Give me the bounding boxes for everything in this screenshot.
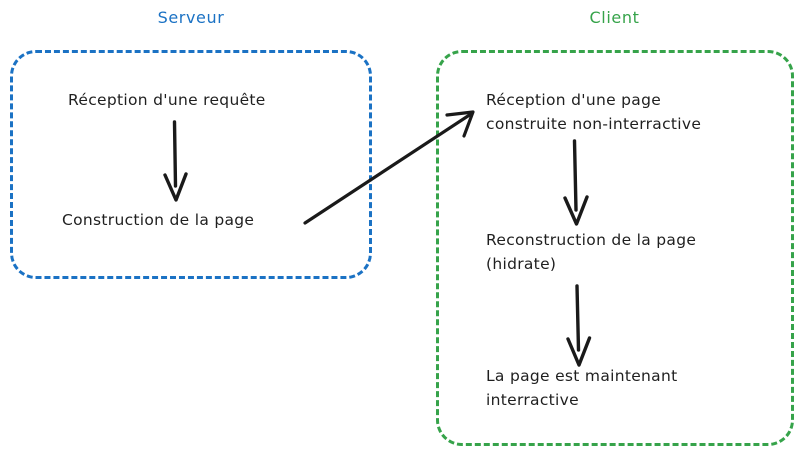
node-reconstruction-page: Reconstruction de la page (hidrate) (486, 231, 697, 273)
client-group-title: Client (589, 8, 640, 27)
server-group-title: Serveur (157, 8, 225, 27)
node-reception-page: Réception d'une page construite non-inte… (486, 91, 702, 133)
server-group-box (10, 50, 372, 279)
node-reception-requete: Réception d'une requête (68, 91, 266, 109)
client-group-box (436, 50, 794, 446)
node-construction-page: Construction de la page (62, 211, 255, 229)
node-page-interactive: La page est maintenant interractive (486, 367, 678, 409)
